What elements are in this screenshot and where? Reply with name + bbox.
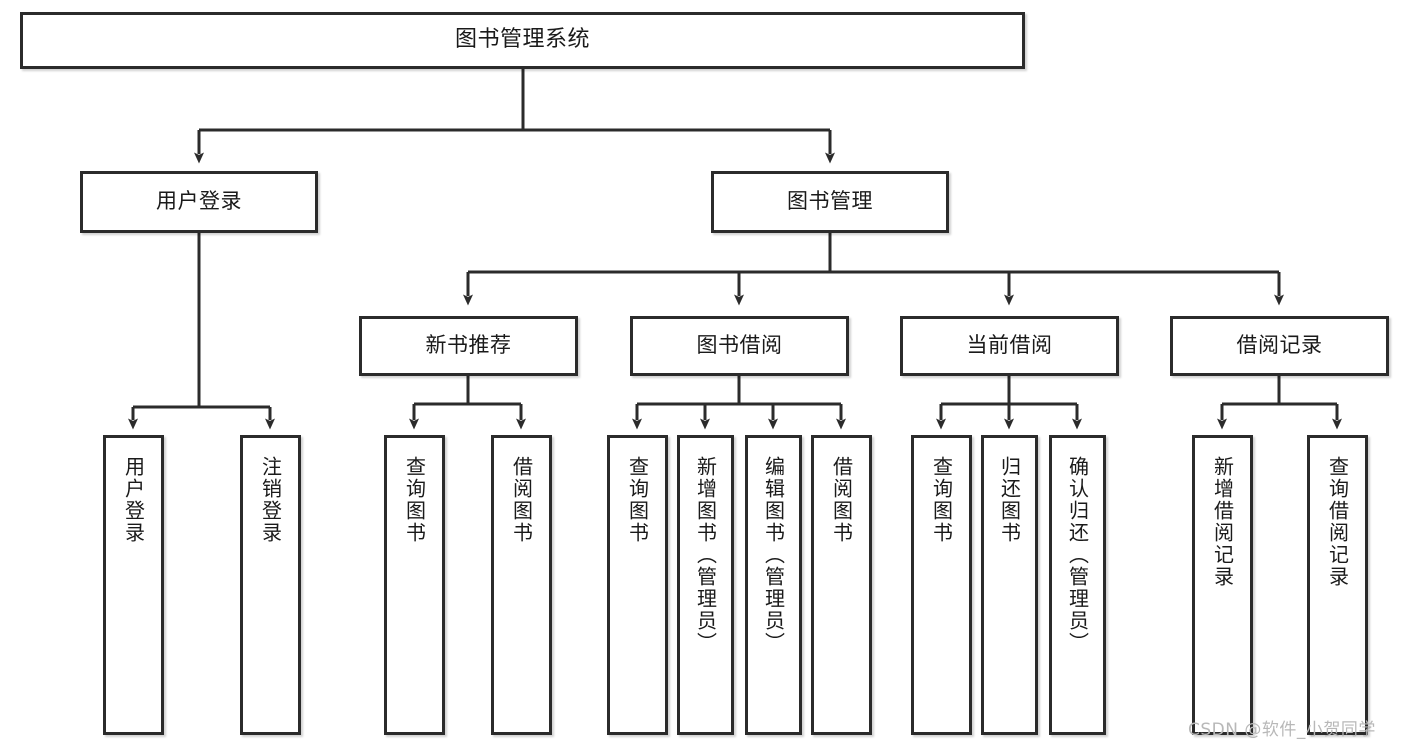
node-label: 查询图书 bbox=[929, 456, 954, 544]
node-label: 图书管理 bbox=[787, 189, 873, 214]
leaf-user-login[interactable]: 用户登录 bbox=[103, 435, 164, 735]
node-label: 查询借阅记录 bbox=[1325, 456, 1350, 588]
node-user-login[interactable]: 用户登录 bbox=[80, 171, 318, 233]
node-label: 借阅记录 bbox=[1236, 333, 1323, 358]
node-label: 用户登录 bbox=[121, 456, 146, 544]
leaf-confirm-return-admin[interactable]: 确认归还（管理员） bbox=[1049, 435, 1106, 735]
leaf-borrow-book-recommend[interactable]: 借阅图书 bbox=[491, 435, 552, 735]
node-label: 图书借阅 bbox=[696, 333, 783, 358]
leaf-query-book-recommend[interactable]: 查询图书 bbox=[384, 435, 445, 735]
node-label: 注销登录 bbox=[258, 456, 283, 544]
node-label: 编辑图书（管理员） bbox=[761, 456, 786, 654]
node-current-borrow[interactable]: 当前借阅 bbox=[900, 316, 1119, 376]
node-label: 查询图书 bbox=[625, 456, 650, 544]
leaf-return-book[interactable]: 归还图书 bbox=[981, 435, 1038, 735]
node-label: 查询图书 bbox=[402, 456, 427, 544]
node-root-system[interactable]: 图书管理系统 bbox=[20, 12, 1025, 69]
leaf-edit-book-admin[interactable]: 编辑图书（管理员） bbox=[745, 435, 802, 735]
node-label: 新增借阅记录 bbox=[1210, 456, 1235, 588]
node-label: 当前借阅 bbox=[966, 333, 1053, 358]
csdn-watermark: CSDN @软件_小贺同学 bbox=[1188, 720, 1376, 740]
node-label: 新书推荐 bbox=[425, 333, 512, 358]
leaf-query-book-borrow[interactable]: 查询图书 bbox=[607, 435, 668, 735]
node-label: 归还图书 bbox=[997, 456, 1022, 544]
node-book-manage[interactable]: 图书管理 bbox=[711, 171, 949, 233]
node-book-borrow[interactable]: 图书借阅 bbox=[630, 316, 849, 376]
node-label: 借阅图书 bbox=[829, 456, 854, 544]
node-label: 用户登录 bbox=[156, 189, 242, 214]
node-label: 图书管理系统 bbox=[454, 27, 590, 53]
leaf-add-book-admin[interactable]: 新增图书（管理员） bbox=[677, 435, 734, 735]
node-label: 借阅图书 bbox=[509, 456, 534, 544]
node-borrow-record[interactable]: 借阅记录 bbox=[1170, 316, 1389, 376]
leaf-query-borrow-record[interactable]: 查询借阅记录 bbox=[1307, 435, 1368, 735]
leaf-logout[interactable]: 注销登录 bbox=[240, 435, 301, 735]
node-new-book-recommend[interactable]: 新书推荐 bbox=[359, 316, 578, 376]
node-label: 确认归还（管理员） bbox=[1065, 456, 1090, 654]
leaf-borrow-book[interactable]: 借阅图书 bbox=[811, 435, 872, 735]
node-label: 新增图书（管理员） bbox=[693, 456, 718, 654]
leaf-add-borrow-record[interactable]: 新增借阅记录 bbox=[1192, 435, 1253, 735]
leaf-query-book-current[interactable]: 查询图书 bbox=[911, 435, 972, 735]
